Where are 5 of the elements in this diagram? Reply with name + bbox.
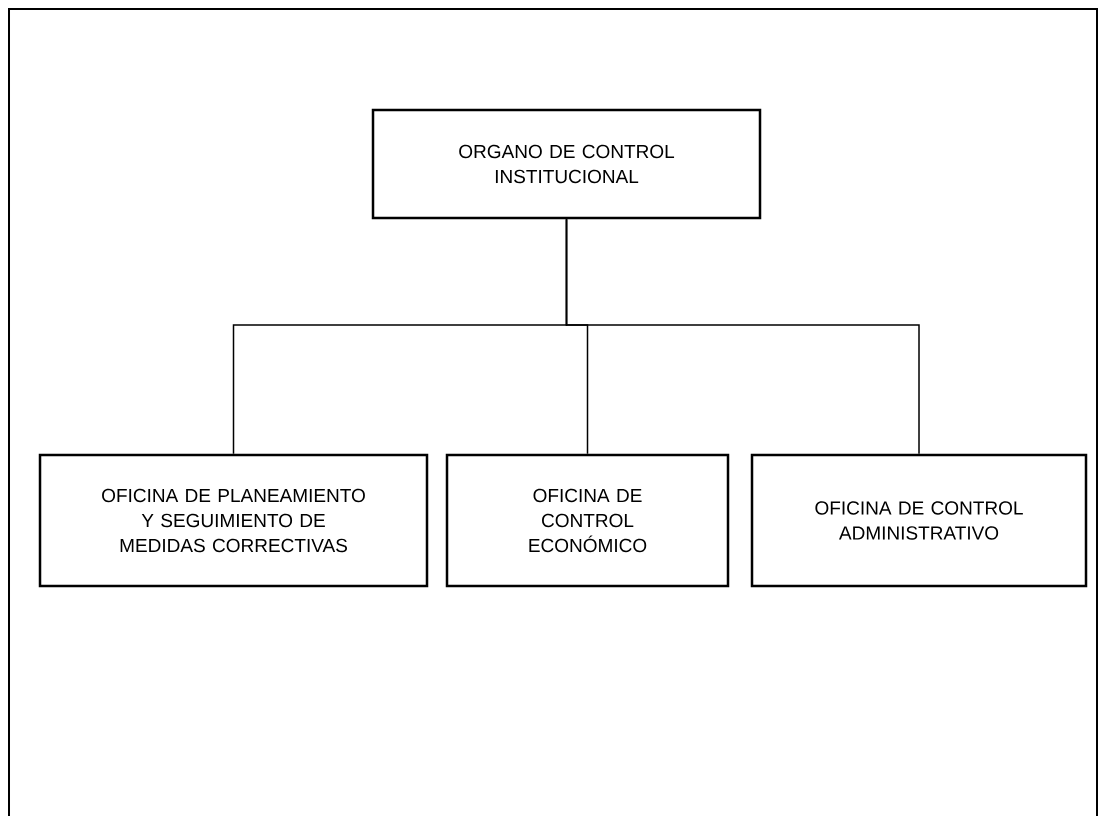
org-box: OFICINA DE CONTROL ECONÓMICO — [445, 453, 730, 588]
org-box: OFICINA DE CONTROL ADMINISTRATIVO — [750, 453, 1088, 588]
connector-line — [565, 218, 920, 455]
org-box: ORGANO DE CONTROL INSTITUCIONAL — [371, 108, 762, 220]
org-box: OFICINA DE PLANEAMIENTO Y SEGUIMIENTO DE MEDIDAS CORRECTIVAS — [38, 453, 429, 588]
